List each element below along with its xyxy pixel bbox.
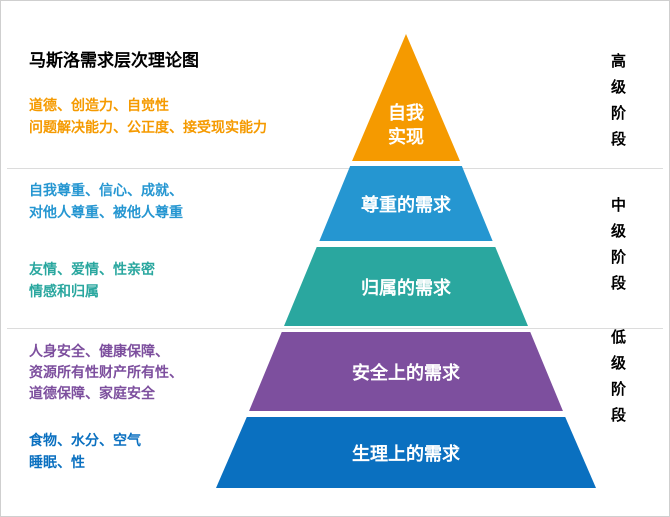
desc-line: 食物、水分、空气: [29, 432, 141, 448]
pyramid-level-physiological: 生理上的需求: [216, 417, 596, 488]
pyramid-level-safety: 安全上的需求: [249, 332, 563, 411]
diagram-title: 马斯洛需求层次理论图: [29, 51, 199, 70]
pyramid-level-label: 尊重的需求: [361, 194, 451, 215]
desc-line: 资源所有性财产所有性、: [29, 364, 183, 380]
desc-self-actualization: 道德、创造力、自觉性 问题解决能力、公正度、接受现实能力: [29, 94, 267, 138]
desc-line: 对他人尊重、被他人尊重: [29, 204, 183, 220]
stage-label-mid: 中级阶段: [609, 197, 626, 301]
desc-line: 友情、爱情、性亲密: [29, 261, 155, 277]
pyramid-level-label: 归属的需求: [361, 277, 451, 298]
pyramid-level-label: 生理上的需求: [352, 443, 460, 464]
desc-esteem: 自我尊重、信心、成就、 对他人尊重、被他人尊重: [29, 179, 183, 223]
stage-divider-mid-low: [7, 328, 663, 329]
pyramid-level-esteem: 尊重的需求: [319, 166, 493, 241]
stage-label-low: 低级阶段: [609, 329, 626, 433]
desc-line: 道德保障、家庭安全: [29, 385, 155, 401]
desc-line: 情感和归属: [29, 283, 99, 299]
desc-physiological: 食物、水分、空气 睡眠、性: [29, 429, 141, 473]
pyramid-level-label: 自我实现: [387, 103, 424, 147]
desc-line: 睡眠、性: [29, 454, 85, 470]
stage-label-high: 高级阶段: [609, 53, 626, 157]
desc-line: 道德、创造力、自觉性: [29, 97, 169, 113]
pyramid-level-label: 安全上的需求: [352, 362, 460, 383]
desc-line: 自我尊重、信心、成就、: [29, 182, 183, 198]
desc-line: 人身安全、健康保障、: [29, 343, 169, 359]
desc-safety: 人身安全、健康保障、 资源所有性财产所有性、 道德保障、家庭安全: [29, 341, 183, 404]
stage-divider-high-mid: [7, 168, 663, 169]
pyramid-level-belonging: 归属的需求: [284, 247, 528, 326]
pyramid: 自我实现 尊重的需求 归属的需求 安全上的需求 生理上的需求: [216, 31, 596, 491]
pyramid-level-self-actualization: 自我实现: [352, 34, 460, 161]
desc-line: 问题解决能力、公正度、接受现实能力: [29, 119, 267, 135]
desc-belonging: 友情、爱情、性亲密 情感和归属: [29, 258, 155, 302]
